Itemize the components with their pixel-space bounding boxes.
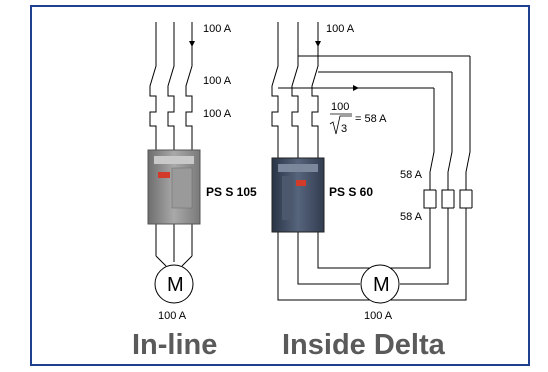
inline-current-mid2: 100 A (203, 108, 232, 120)
delta-phase-l1 (271, 22, 279, 158)
delta-phase-l3 (311, 22, 319, 158)
delta-current-top: 100 A (326, 23, 355, 35)
delta-motor-letter: M (373, 274, 390, 296)
inline-model-label: PS S 105 (206, 185, 257, 199)
inline-phase-l3 (185, 22, 193, 150)
inline-current-top: 100 A (203, 23, 232, 35)
inline-motor-letter: M (167, 274, 184, 296)
inline-motor-current: 100 A (158, 310, 187, 322)
delta-current-lower: 58 A (400, 211, 423, 223)
inline-motor (154, 264, 194, 304)
formula-denominator: 3 (341, 123, 347, 135)
delta-motor-current: 100 A (364, 310, 393, 322)
formula-result: = 58 A (355, 113, 387, 125)
delta-title: Inside Delta (282, 329, 446, 361)
delta-softstarter (271, 157, 325, 233)
formula-fraction (329, 113, 352, 135)
delta-circuit (271, 22, 473, 301)
delta-model-label: PS S 60 (329, 185, 373, 199)
formula-numerator: 100 (331, 101, 349, 113)
inline-circuit (149, 22, 195, 267)
inline-phase-l2 (167, 22, 175, 150)
delta-phase-l2 (291, 22, 299, 158)
inline-softstarter (147, 149, 201, 225)
inline-title: In-line (132, 329, 217, 361)
delta-current-upper: 58 A (400, 169, 423, 181)
inline-current-mid1: 100 A (203, 75, 232, 87)
inline-phase-l1 (149, 22, 157, 150)
delta-motor (360, 264, 400, 304)
